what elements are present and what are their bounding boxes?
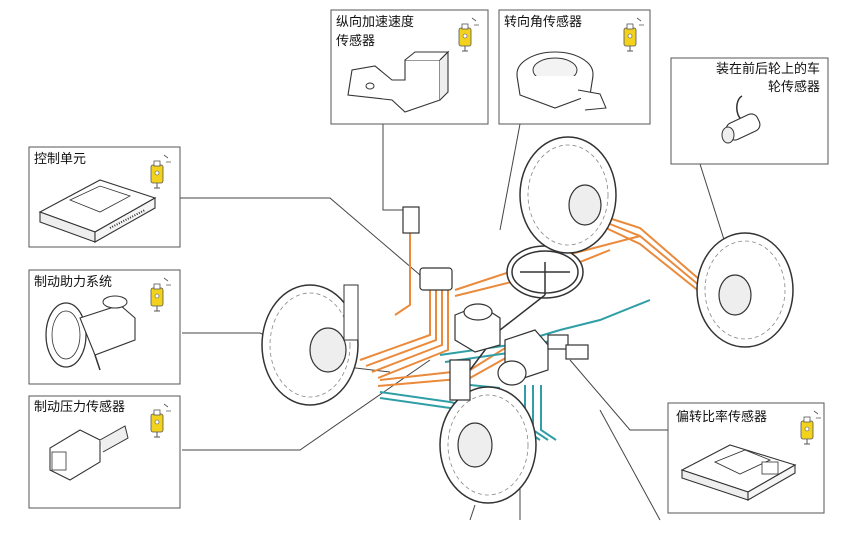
wheel-rear-right [696,232,794,348]
wheel-front-left [261,284,359,406]
callout-yaw-rate [667,402,825,514]
label-wheel-sensor-line1: 装在前后轮上的车 [715,62,820,77]
callout-control-unit [28,146,181,248]
label-brake-booster: 制动助力系统 [34,275,113,290]
label-wheel-sensor-line2: 轮传感器 [767,80,820,95]
wheel-rear-left [439,386,537,504]
label-longitudinal-accel-line2: 传感器 [336,34,376,49]
hydraulic-unit [402,206,589,401]
label-yaw-rate: 偏转比率传感器 [676,410,768,425]
wheel-front-right [519,136,617,254]
label-longitudinal-accel-line1: 纵向加速速度 [336,15,415,30]
label-steering-angle: 转向角传感器 [504,15,583,30]
label-brake-pressure: 制动压力传感器 [34,400,126,415]
callout-wheel-sensor [670,57,829,165]
label-control-unit: 控制单元 [34,152,87,167]
